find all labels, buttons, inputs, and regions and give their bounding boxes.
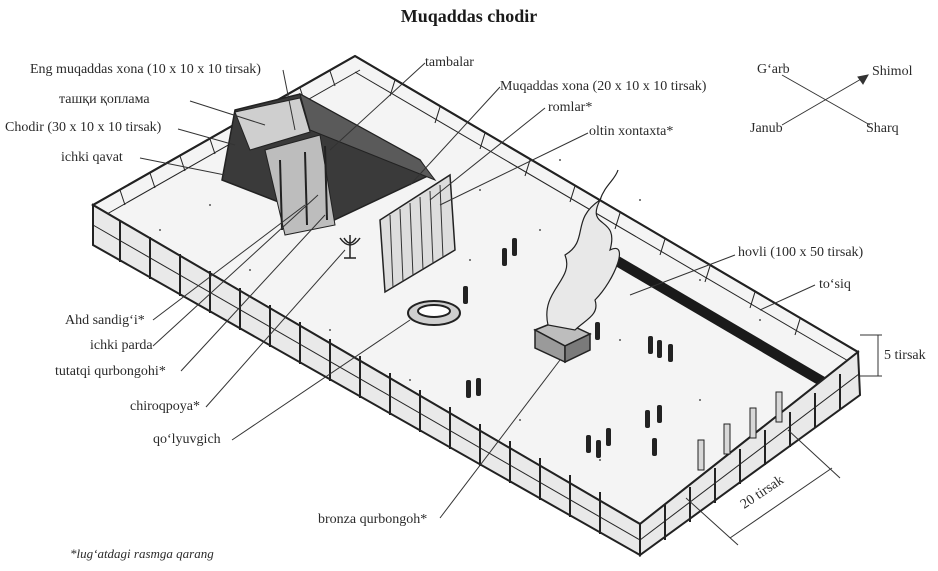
label-hovli: hovli (100 x 50 tirsak) — [738, 245, 863, 261]
label-5-tirsak: 5 tirsak — [884, 348, 926, 364]
label-eng-muqaddas-xona: Eng muqaddas xona (10 x 10 x 10 tirsak) — [30, 62, 261, 78]
label-muqaddas-xona: Muqaddas xona (20 x 10 x 10 tirsak) — [500, 79, 706, 95]
label-chodir: Chodir (30 x 10 x 10 tirsak) — [5, 120, 161, 136]
label-tashqi-qoplama: ташқи қоплама — [59, 92, 150, 108]
label-chiroqpoya: chiroqpoya* — [130, 399, 200, 415]
compass-sharq: Sharq — [866, 121, 899, 137]
label-ichki-parda: ichki parda — [90, 338, 153, 354]
label-tutatqi-qurbongohi: tutatqi qurbongohi* — [55, 364, 166, 380]
label-ichki-qavat: ichki qavat — [61, 150, 123, 166]
compass-janub: Janub — [750, 121, 783, 137]
label-romlar: romlar* — [548, 100, 592, 116]
label-ahd-sandigi: Ahd sandig‘i* — [65, 313, 145, 329]
compass-shimol: Shimol — [872, 64, 912, 80]
label-qolyuvgich: qo‘lyuvgich — [153, 432, 221, 448]
laver-icon — [408, 301, 460, 325]
label-oltin-xontaxta: oltin xontaxta* — [589, 124, 673, 140]
label-bronza-qurbongoh: bronza qurbongoh* — [318, 512, 427, 528]
footnote: *lug‘atdagi rasmga qarang — [70, 546, 214, 562]
compass-garb: G‘arb — [757, 62, 790, 78]
compass-arrows — [782, 75, 870, 125]
label-tosiq: to‘siq — [819, 277, 851, 293]
dimension-5-tirsak — [860, 335, 882, 376]
label-tambalar: tambalar — [425, 55, 474, 71]
